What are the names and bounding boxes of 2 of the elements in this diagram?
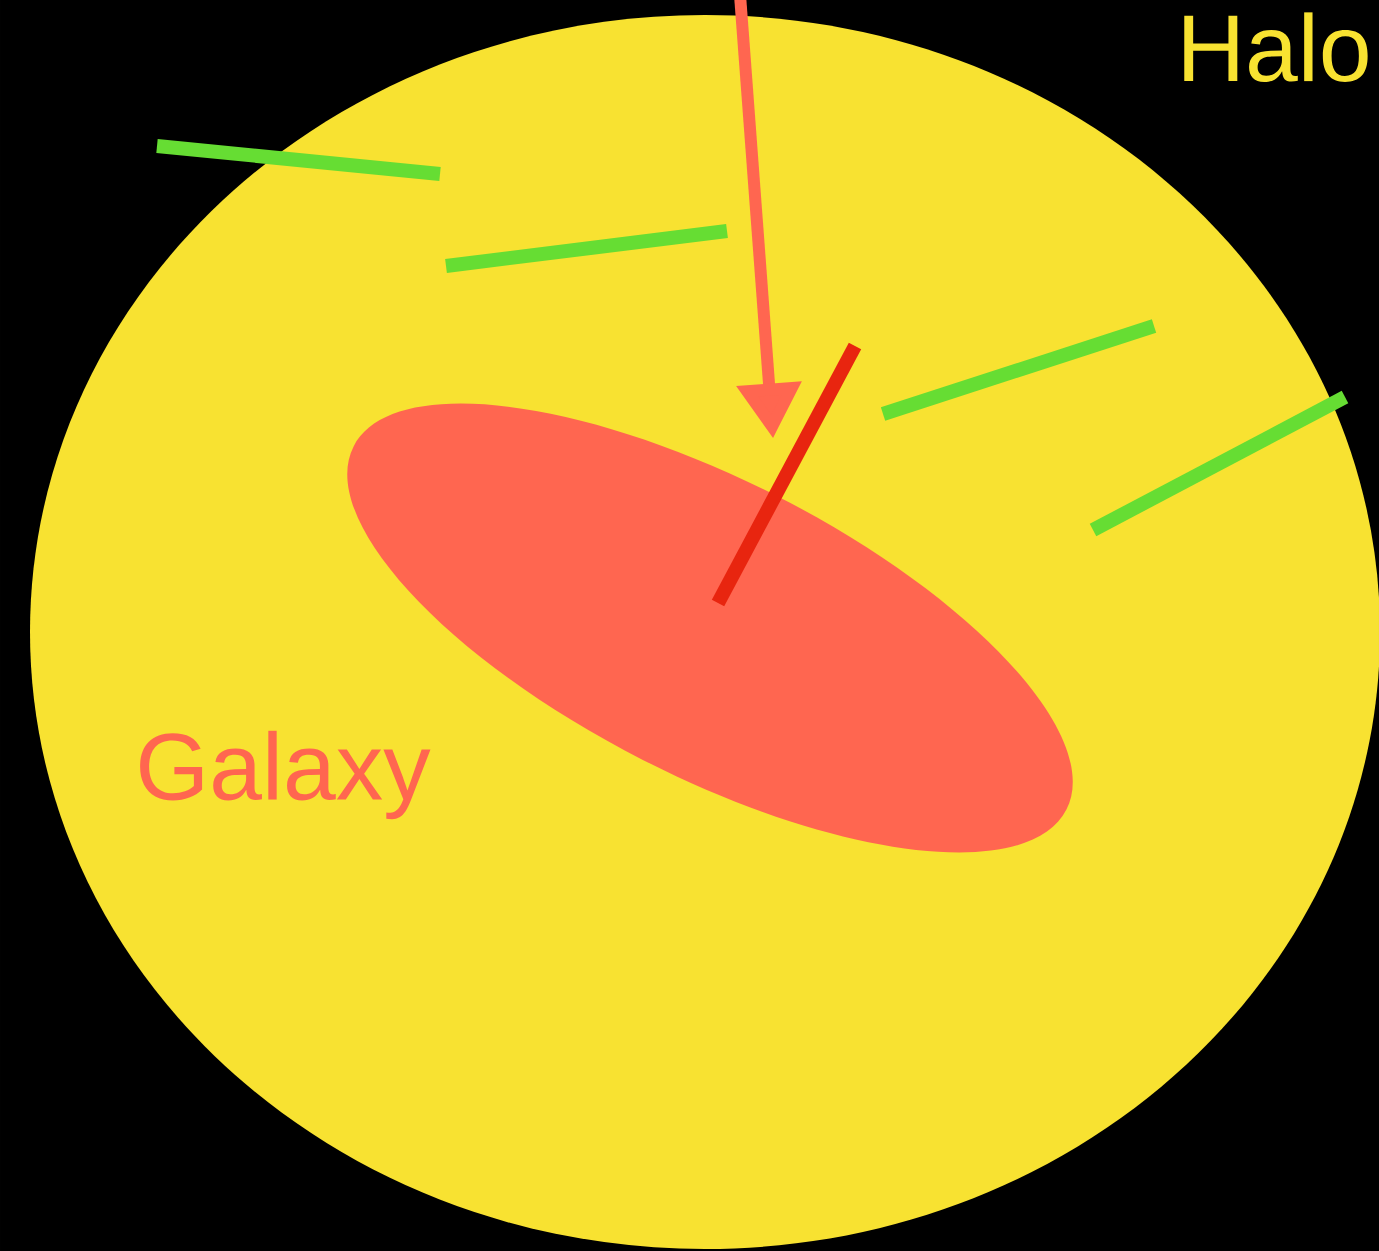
halo-label: Halo <box>1184 12 1368 83</box>
galaxy-label: Galaxy <box>140 730 431 820</box>
